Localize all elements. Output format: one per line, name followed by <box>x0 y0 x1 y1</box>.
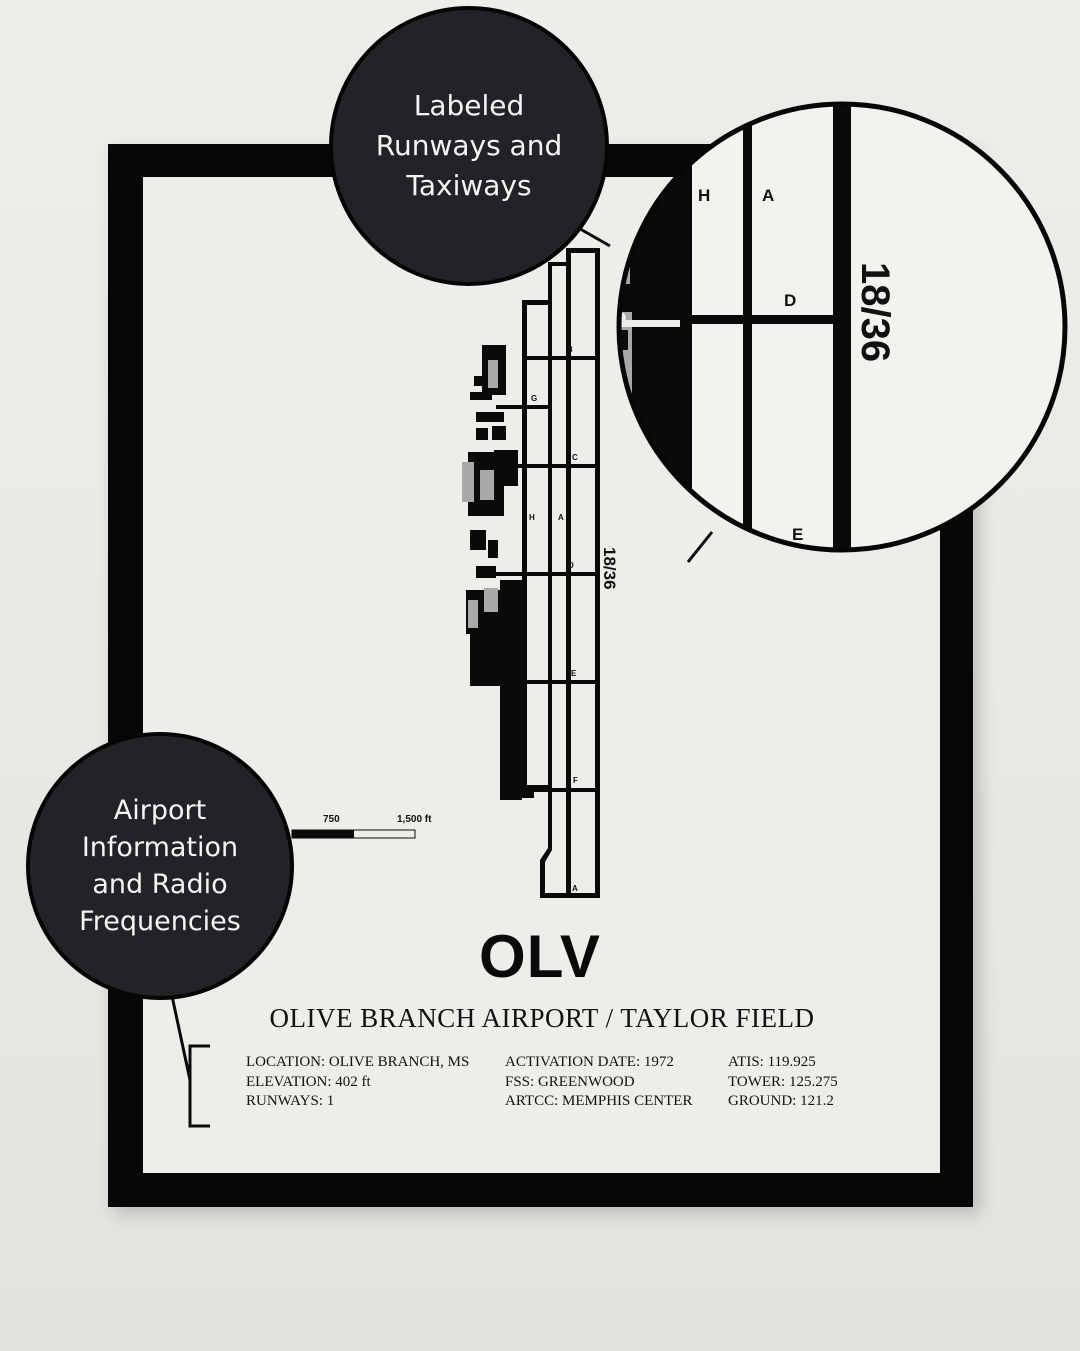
callout-airport-info: Airport Information and Radio Frequencie… <box>26 732 294 1000</box>
airport-code: OLV <box>479 923 601 990</box>
scale-mid-label: 750 <box>323 814 340 825</box>
callout-top-line-3: Taxiways <box>406 169 532 202</box>
info-atis: ATIS: 119.925 <box>728 1054 816 1070</box>
info-column-admin: ACTIVATION DATE: 1972 FSS: GREENWOOD ART… <box>505 1053 692 1112</box>
taxiway-label-g: G <box>531 394 537 403</box>
zoom-taxiway-label-a: A <box>762 186 774 205</box>
taxiway-h <box>522 300 552 790</box>
info-artcc: ARTCC: MEMPHIS CENTER <box>505 1093 693 1109</box>
scale-bar <box>291 829 416 839</box>
taxiway-label-b: B <box>567 345 573 354</box>
taxiway-label-a-end: A <box>572 884 578 893</box>
taxiway-label-d: D <box>568 561 574 570</box>
taxiway-a <box>540 262 566 898</box>
callout-left-line-1: Airport <box>113 795 207 826</box>
taxiway-label-f: F <box>573 776 578 785</box>
diagram-labels: B G C H A D E F A <box>529 345 578 893</box>
taxiway-label-e: E <box>571 669 577 678</box>
taxiway-label-h: H <box>529 513 535 522</box>
callout-runways-taxiways: Labeled Runways and Taxiways <box>329 6 609 286</box>
info-fss: FSS: GREENWOOD <box>505 1073 635 1090</box>
info-column-general: LOCATION: OLIVE BRANCH, MS ELEVATION: 40… <box>246 1053 469 1112</box>
taxiway-label-c: C <box>572 453 578 462</box>
taxiway-connectors <box>496 356 600 792</box>
callout-left-line-4: Frequencies <box>79 906 241 937</box>
info-location: LOCATION: OLIVE BRANCH, MS <box>246 1054 470 1070</box>
zoom-runway-label: 18/36 <box>853 262 897 362</box>
callout-top-line-2: Runways and <box>375 129 563 162</box>
callout-left-line-3: and Radio <box>92 869 228 900</box>
zoom-taxiway-label-h: H <box>698 186 710 205</box>
zoom-taxiway-label-e: E <box>792 525 803 544</box>
callout-left-line-2: Information <box>81 832 239 863</box>
scale-end-label: 1,500 ft <box>397 814 432 825</box>
info-activation-date: ACTIVATION DATE: 1972 <box>505 1054 674 1070</box>
zoom-circle: H A D E 18/36 <box>616 101 1068 553</box>
info-runways: RUNWAYS: 1 <box>246 1093 335 1109</box>
info-ground: GROUND: 121.2 <box>728 1093 834 1109</box>
info-tower: TOWER: 125.275 <box>728 1073 838 1090</box>
info-column-frequencies: ATIS: 119.925 TOWER: 125.275 GROUND: 121… <box>728 1053 838 1112</box>
apron-buildings <box>462 345 534 800</box>
runway-label: 18/36 <box>600 547 619 590</box>
zoom-taxiway-label-d: D <box>784 291 796 310</box>
airport-name: OLIVE BRANCH AIRPORT / TAYLOR FIELD <box>269 1003 815 1033</box>
callout-top-line-1: Labeled <box>413 89 525 122</box>
info-elevation: ELEVATION: 402 ft <box>246 1073 371 1090</box>
taxiway-label-a-mid: A <box>558 513 564 522</box>
